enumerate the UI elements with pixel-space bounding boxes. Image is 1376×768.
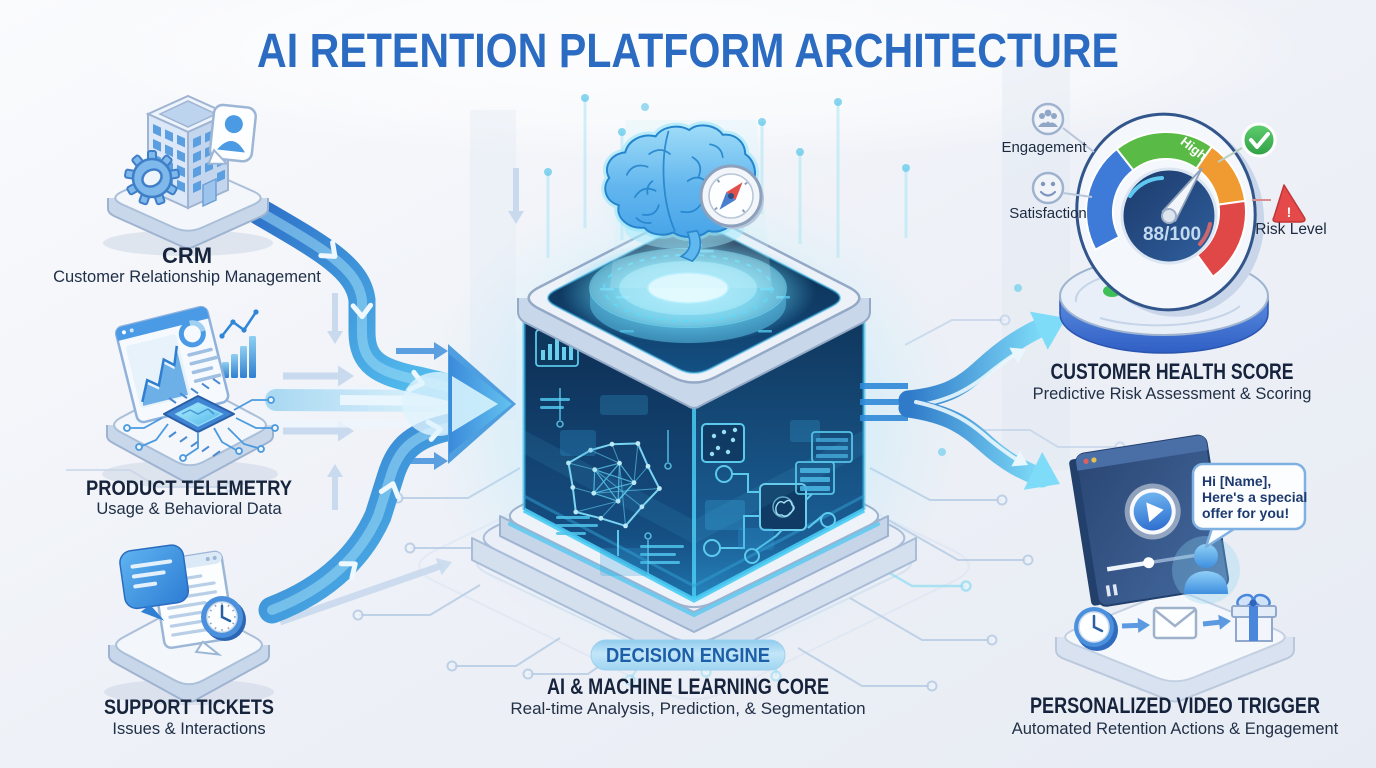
svg-text:Hi [Name],: Hi [Name],: [1202, 473, 1271, 489]
svg-text:Usage & Behavioral Data: Usage & Behavioral Data: [96, 500, 282, 518]
svg-text:Engagement: Engagement: [1001, 139, 1087, 156]
svg-text:CUSTOMER HEALTH SCORE: CUSTOMER HEALTH SCORE: [1051, 359, 1294, 384]
svg-text:SUPPORT TICKETS: SUPPORT TICKETS: [104, 696, 274, 719]
svg-text:Satisfaction: Satisfaction: [1009, 205, 1087, 222]
svg-text:Predictive Risk Assessment & S: Predictive Risk Assessment & Scoring: [1033, 385, 1312, 403]
svg-text:Issues & Interactions: Issues & Interactions: [112, 720, 265, 738]
svg-text:DECISION ENGINE: DECISION ENGINE: [606, 645, 770, 667]
svg-text:AI RETENTION PLATFORM ARCHITEC: AI RETENTION PLATFORM ARCHITECTURE: [257, 25, 1119, 78]
svg-text:Automated Retention Actions &: Automated Retention Actions & Engagement: [1012, 720, 1339, 738]
svg-text:Customer Relationship Manageme: Customer Relationship Management: [53, 268, 321, 286]
svg-text:PRODUCT TELEMETRY: PRODUCT TELEMETRY: [86, 477, 292, 500]
svg-text:Real-time Analysis, Prediction: Real-time Analysis, Prediction, & Segmen…: [510, 699, 865, 718]
svg-text:PERSONALIZED VIDEO TRIGGER: PERSONALIZED VIDEO TRIGGER: [1030, 693, 1320, 718]
svg-text:88/100: 88/100: [1143, 224, 1201, 245]
svg-text:offer for you!: offer for you!: [1202, 505, 1289, 521]
svg-text:!: !: [1287, 204, 1292, 220]
svg-text:Here's a special: Here's a special: [1202, 489, 1307, 505]
svg-text:CRM: CRM: [162, 243, 212, 268]
svg-text:AI & MACHINE LEARNING CORE: AI & MACHINE LEARNING CORE: [547, 674, 829, 699]
svg-text:Risk Level: Risk Level: [1255, 221, 1327, 238]
